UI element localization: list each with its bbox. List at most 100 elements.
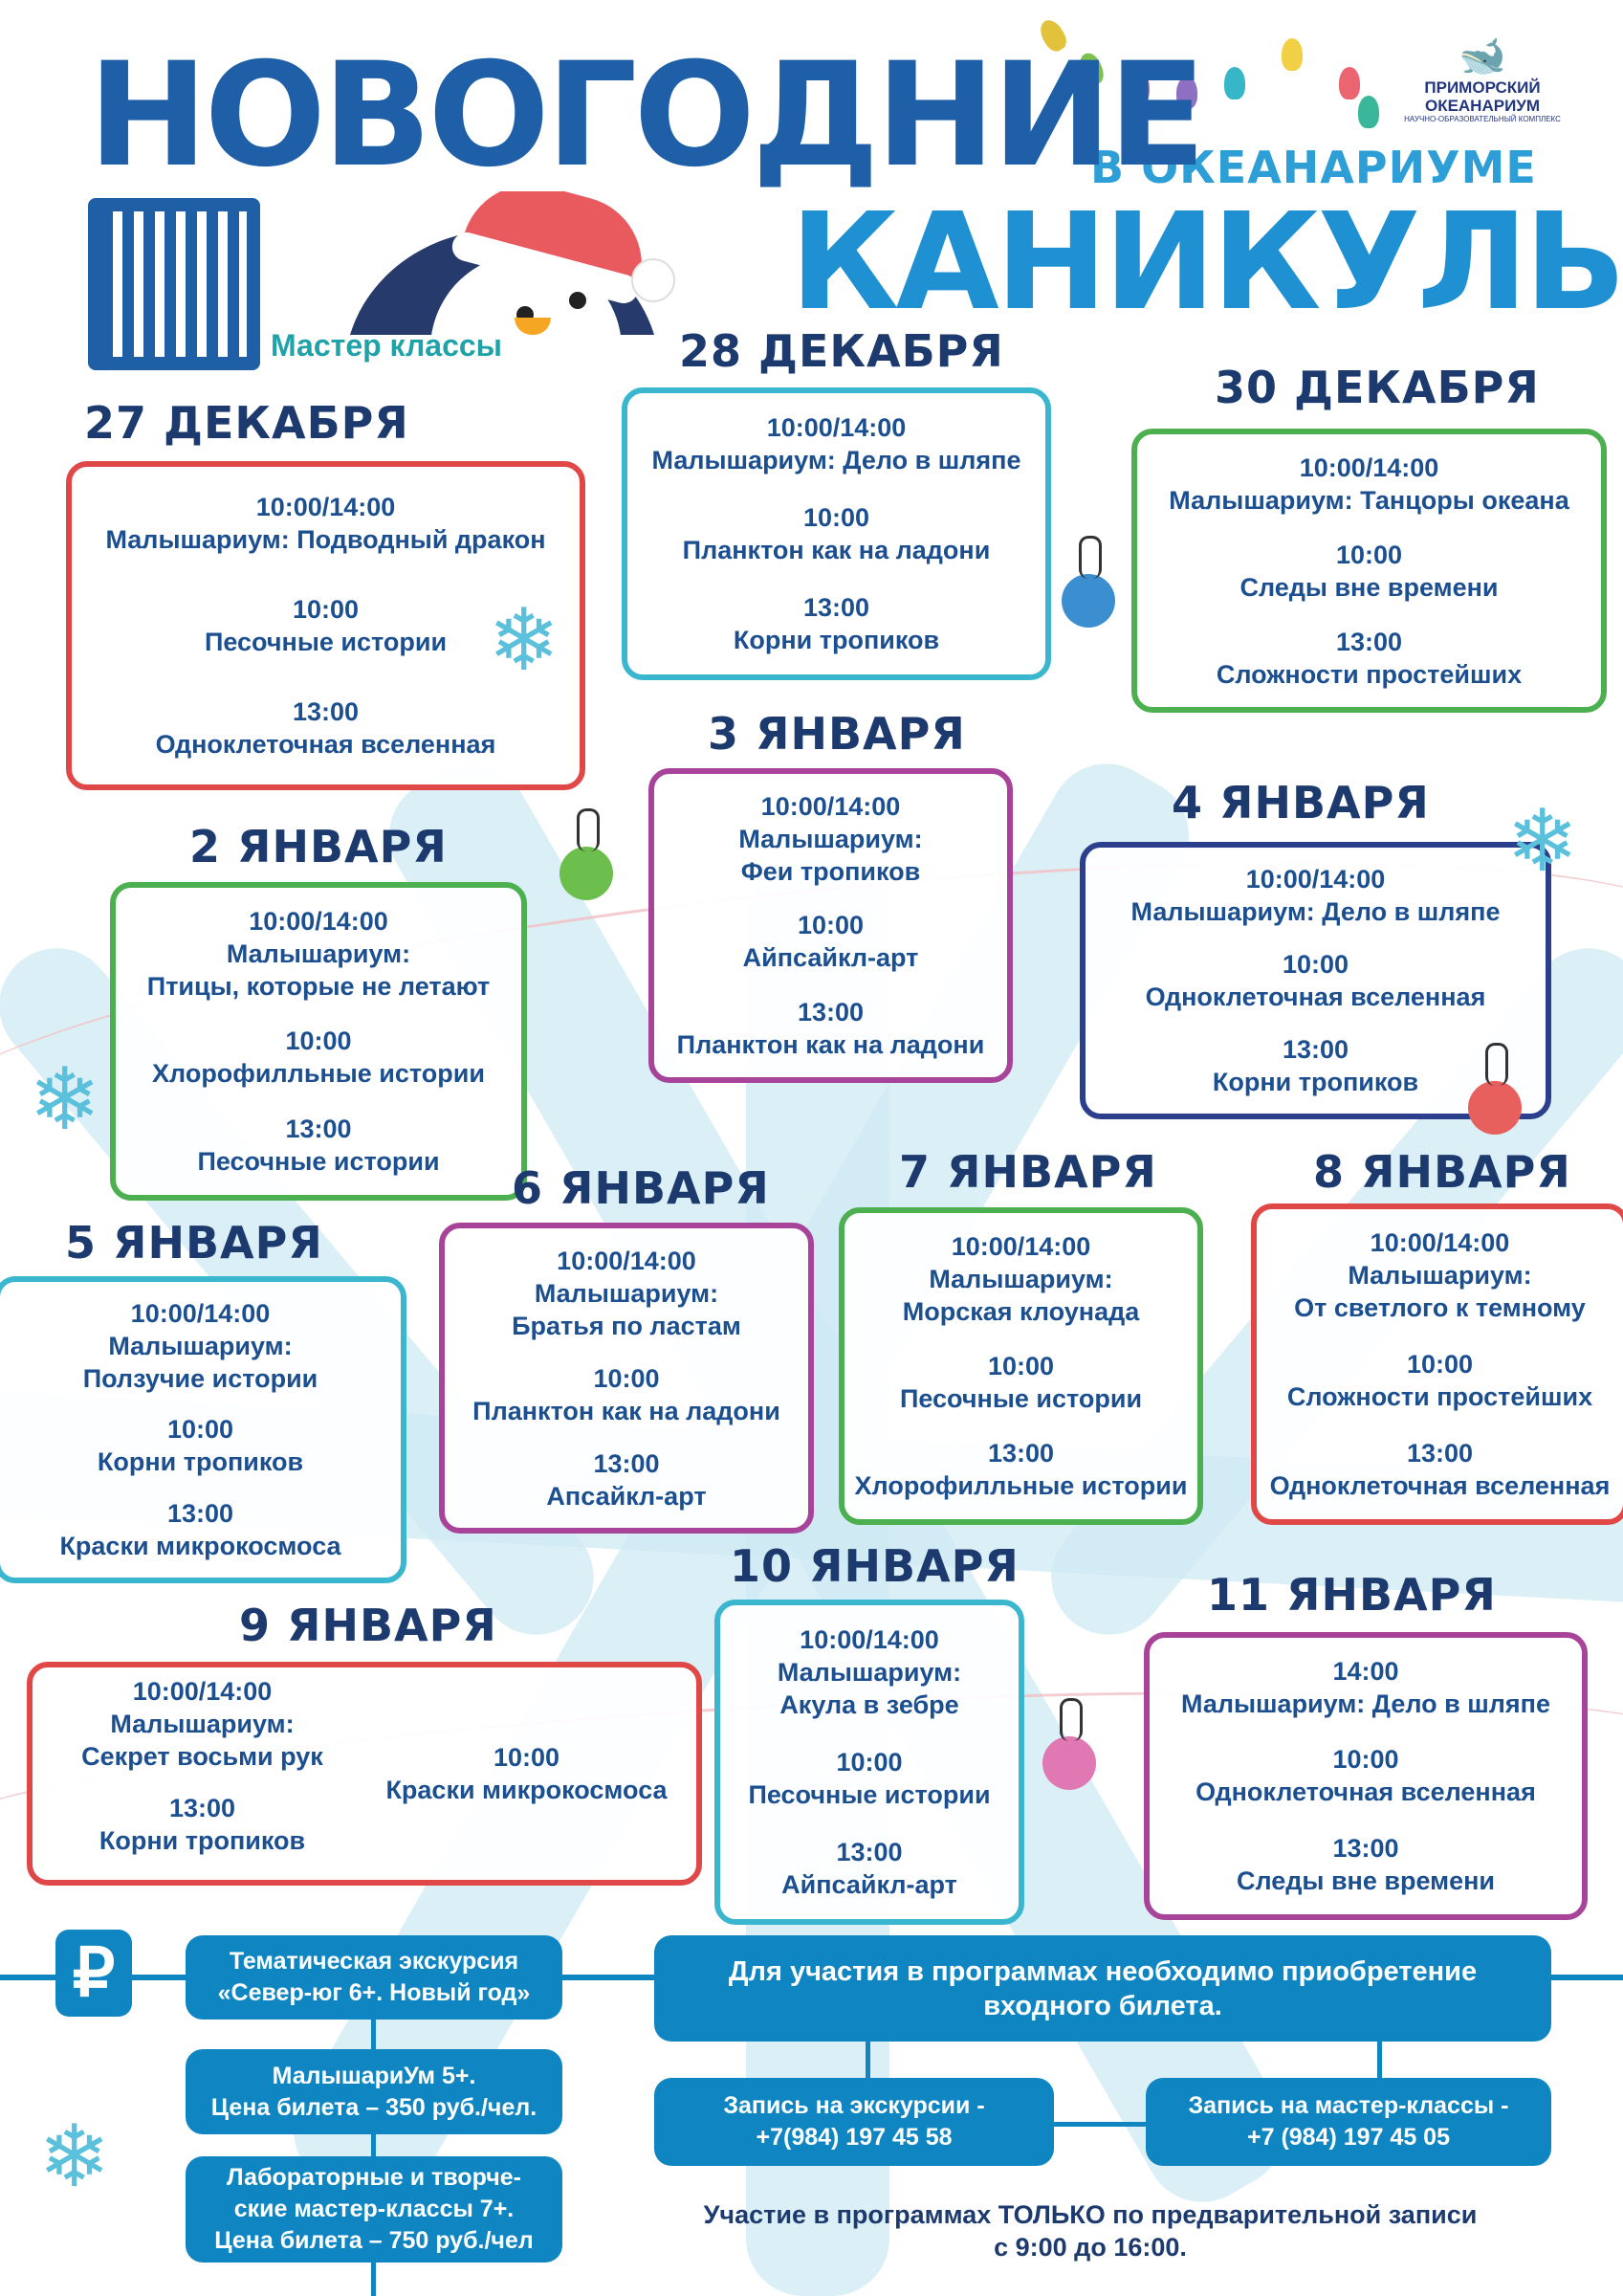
connector-line (866, 2038, 870, 2086)
malysharium-price: МалышариУм 5+. Цена билета – 350 руб./че… (186, 2049, 562, 2134)
garland-bulb-icon (1339, 67, 1360, 99)
session-time: 10:00 (797, 911, 865, 940)
session-time: 10:00 (292, 594, 360, 624)
session-title: Краски микрокосмоса (385, 1776, 668, 1804)
session-time: 10:00/14:00 (132, 1676, 273, 1706)
day-title-10-jan: 10 ЯНВАРЯ (730, 1540, 1020, 1592)
session-time: 13:00 (836, 1838, 903, 1866)
qr-code[interactable] (88, 198, 260, 370)
orca-logo-icon: 🐋 (1459, 35, 1506, 77)
session-title: Малышариум: Акула в зебре (777, 1658, 962, 1719)
ruble-icon: ₽ (55, 1930, 132, 2017)
session-title: Корни тропиков (97, 1447, 304, 1477)
session-time: 13:00 (166, 1499, 234, 1529)
session-time: 10:00/14:00 (249, 906, 388, 936)
ornament-icon (1468, 1043, 1522, 1135)
session-time: 13:00 (797, 997, 865, 1027)
day-title-6-jan: 6 ЯНВАРЯ (512, 1162, 770, 1214)
snowflake-icon: ❄ (29, 1052, 101, 1148)
session-title: Песочные истории (899, 1383, 1143, 1413)
garland-bulb-icon (1282, 38, 1303, 71)
logo-name: ПРИМОРСКИЙ ОКЕАНАРИУМ (1424, 78, 1541, 115)
session-title: Одноклеточная вселенная (1145, 982, 1486, 1011)
session-title: Следы вне времени (1239, 572, 1499, 602)
session-time: 10:00/14:00 (1370, 1228, 1510, 1258)
day-title-3-jan: 3 ЯНВАРЯ (708, 708, 966, 760)
session-time: 10:00 (593, 1363, 660, 1393)
ornament-icon (559, 808, 613, 900)
session-time: 10:00/14:00 (800, 1625, 939, 1654)
session-title: Песочные истории (748, 1780, 991, 1809)
session-title: Малышариум: Дело в шляпе (1181, 1689, 1550, 1719)
snowflake-icon: ❄ (38, 2109, 111, 2205)
session-title: Хлорофилльные истории (854, 1471, 1188, 1501)
session-title: Одноклеточная вселенная (1195, 1777, 1536, 1807)
logo-tagline: НАУЧНО-ОБРАЗОВАТЕЛЬНЫЙ КОМПЛЕКС (1404, 115, 1561, 123)
connector-line (1052, 2122, 1148, 2127)
day-title-4-jan: 4 ЯНВАРЯ (1172, 777, 1430, 828)
connector-line (1377, 2038, 1382, 2086)
ornament-icon (1042, 1698, 1096, 1790)
session-time: 13:00 (802, 593, 870, 622)
session-time: 14:00 (1332, 1657, 1399, 1687)
session-time: 10:00/14:00 (766, 413, 907, 442)
session-time: 10:00/14:00 (1245, 865, 1386, 894)
session-title: Малышариум: Дело в шляпе (1130, 897, 1501, 927)
penguin-illustration (344, 191, 727, 335)
session-time: 10:00/14:00 (130, 1298, 271, 1328)
snowflake-icon: ❄ (1506, 794, 1579, 890)
connector-line (371, 2009, 376, 2296)
session-title: Сложности простейших (1286, 1381, 1593, 1411)
garland-bulb-icon (1129, 72, 1150, 104)
session-time: 10:00 (166, 1415, 234, 1445)
session-time: 13:00 (292, 696, 360, 726)
session-title: Краски микрокосмоса (59, 1532, 341, 1561)
snowflake-icon: ❄ (488, 593, 560, 689)
session-time: 10:00 (1335, 540, 1403, 569)
session-title: Корни тропиков (1212, 1067, 1419, 1096)
session-time: 10:00 (285, 1027, 352, 1056)
session-time: 13:00 (987, 1439, 1055, 1468)
footer-note: Участие в программах ТОЛЬКО по предварит… (703, 2200, 1478, 2262)
masterclass-phone[interactable]: Запись на мастер-классы - +7 (984) 197 4… (1146, 2078, 1551, 2166)
excursion-phone[interactable]: Запись на экскурсии - +7(984) 197 45 58 (654, 2078, 1054, 2166)
session-title: Хлорофилльные истории (152, 1059, 485, 1089)
session-time: 10:00 (836, 1748, 903, 1777)
day-title-5-jan: 5 ЯНВАРЯ (65, 1217, 323, 1269)
session-time: 10:00/14:00 (951, 1231, 1091, 1261)
ticket-note: Для участия в программах необходимо прио… (654, 1935, 1551, 2042)
session-time: 13:00 (285, 1115, 352, 1144)
day-title-7-jan: 7 ЯНВАРЯ (899, 1146, 1157, 1198)
session-time: 13:00 (593, 1448, 660, 1478)
day-title-28-dec: 28 ДЕКАБРЯ (679, 325, 1004, 377)
session-time: 13:00 (1282, 1034, 1349, 1064)
session-title: Песочные истории (197, 1147, 440, 1177)
garland-bulb-icon (1358, 96, 1379, 128)
session-time: 10:00 (1282, 949, 1349, 979)
